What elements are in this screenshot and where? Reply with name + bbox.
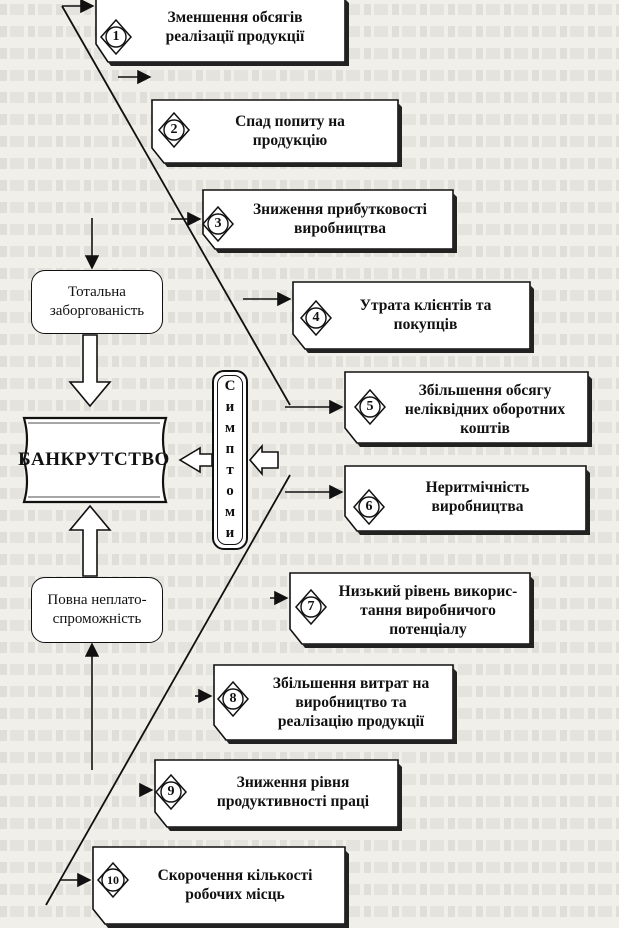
symptom-number-3: 3 (214, 216, 222, 231)
symptom-number-8: 8 (229, 691, 237, 706)
symptom-text-2: Спад попиту на продукцію (235, 113, 345, 149)
symptom-number-9: 9 (167, 784, 175, 799)
symptoms-letter: и (225, 525, 235, 541)
symptoms-letter: м (224, 420, 236, 436)
diagonal-line-top (61, 5, 291, 406)
symptom-number-6: 6 (365, 499, 373, 514)
symptom-number-1: 1 (112, 29, 120, 44)
bankruptcy-scroll-shape (22, 416, 168, 504)
symptom-number-4: 4 (312, 310, 320, 325)
symptoms-letter: С (224, 378, 236, 394)
symptom-text-7: Низький рівень викорис-тання виробничого… (338, 583, 518, 638)
symptoms-letter: п (225, 441, 235, 457)
symptom-number-5: 5 (366, 399, 374, 414)
symptoms-letter: и (225, 399, 235, 415)
symptom-number-10: 10 (107, 872, 119, 887)
symptom-text-5: Збільшення обсягу неліквідних оборотних … (404, 382, 566, 437)
total-debt-box: Тотальна заборгованість (31, 270, 163, 334)
symptom-number-2: 2 (170, 122, 178, 137)
symptoms-letter: о (226, 483, 234, 499)
insolvency-box: Повна неплато-спроможність (31, 577, 163, 643)
symptoms-vertical-box: С и м п т о м и (212, 370, 248, 550)
symptom-text-3: Зниження прибутковості виробництва (253, 201, 427, 237)
symptom-text-4: Утрата клієнтів та покупців (359, 297, 492, 333)
symptoms-letter: м (224, 504, 236, 520)
diagonal-line-bottom (45, 474, 291, 906)
symptom-text-10: Скорочення кількості робочих місць (157, 867, 313, 903)
bankruptcy-label: БАНКРУТСТВО (18, 449, 170, 470)
symptom-text-9: Зниження рівня продуктивності праці (216, 774, 370, 810)
symptom-text-6: Неритмічність виробництва (425, 479, 530, 515)
symptom-number-7: 7 (307, 599, 315, 614)
symptom-text-8: Збільшення витрат на виробництво та реал… (272, 675, 430, 730)
symptom-text-1: Зменшення обсягів реалізації продукції (165, 9, 305, 45)
symptoms-letter: т (226, 462, 234, 478)
